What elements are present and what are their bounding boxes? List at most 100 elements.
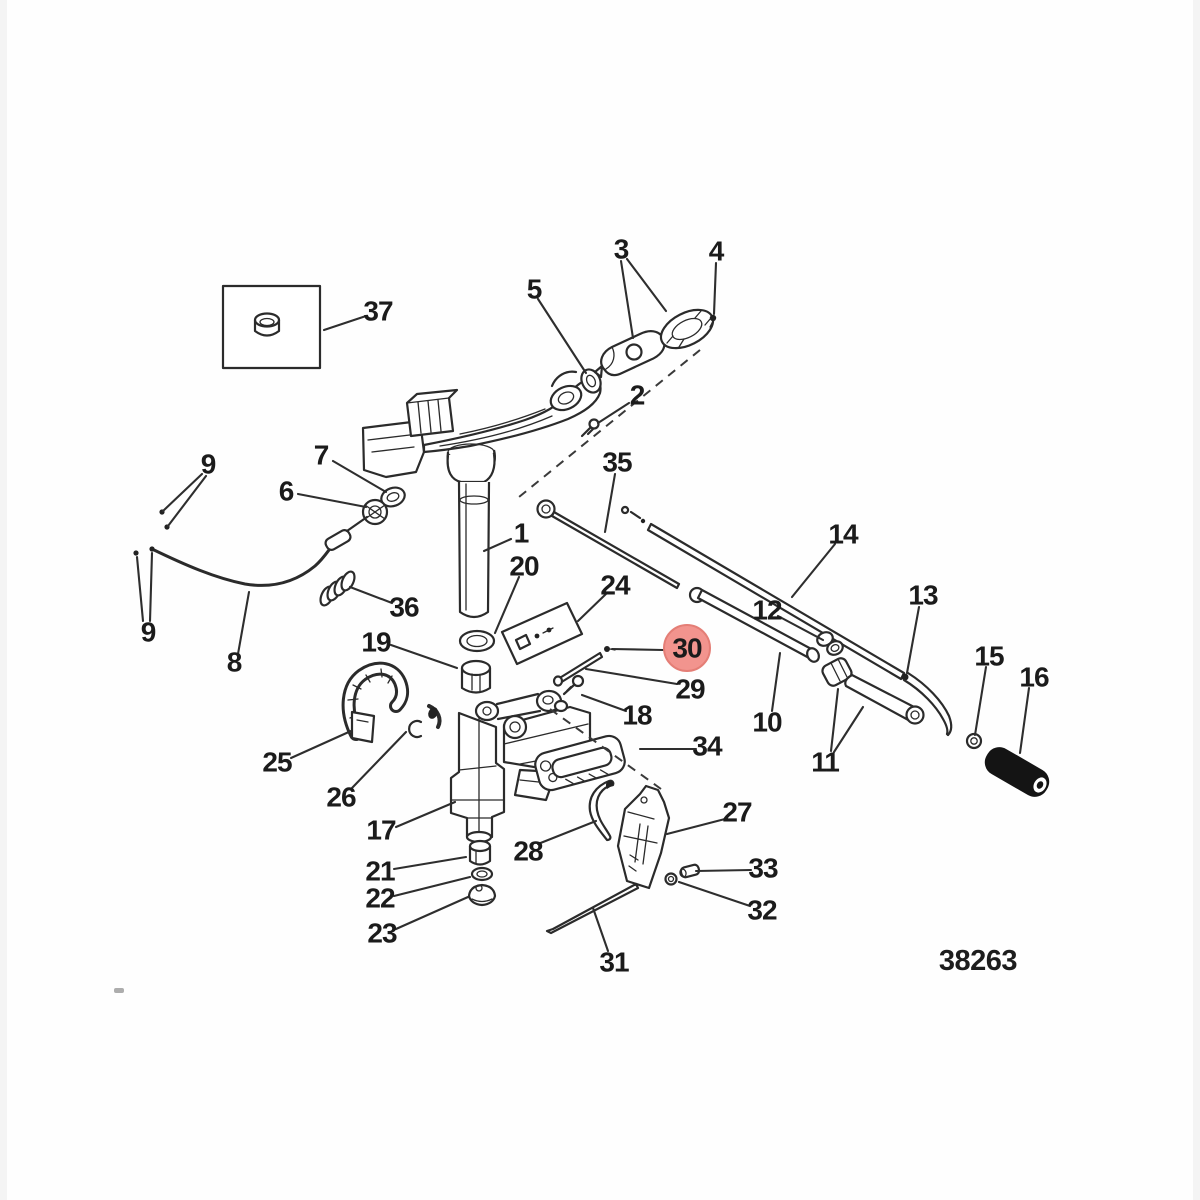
part-callout-25: 25	[262, 729, 353, 778]
part-label-9: 9	[141, 617, 156, 648]
part-callout-29: 29	[584, 667, 706, 705]
part-callout-28: 28	[513, 819, 598, 867]
leader-line-10	[770, 651, 782, 713]
part-4-screw	[709, 314, 717, 328]
part-29-pin	[552, 651, 604, 687]
leader-line-30	[610, 647, 665, 652]
part-11-tube	[844, 673, 925, 725]
drawing-number: 38263	[939, 945, 1018, 977]
part-callout-21: 21	[365, 856, 468, 887]
part-32-ring	[664, 872, 678, 886]
leader-line-22	[392, 875, 472, 898]
leader-line-19	[389, 643, 459, 670]
part-callout-34: 34	[638, 731, 724, 762]
leader-line-9	[161, 472, 204, 513]
highlight-circle	[663, 624, 711, 672]
part-label-36: 36	[389, 592, 419, 623]
part-callout-32: 32	[677, 880, 778, 926]
leader-line-14	[790, 542, 837, 599]
part-callout-5: 5	[527, 274, 588, 375]
part-callout-35: 35	[602, 447, 633, 534]
part-label-1: 1	[514, 518, 529, 549]
part-callout-4: 4	[709, 236, 726, 316]
part-callout-3: 3	[614, 234, 668, 340]
leader-line-11	[829, 687, 840, 753]
part-2-screw	[580, 418, 600, 438]
part-label-14: 14	[828, 519, 859, 550]
part-label-9: 9	[201, 449, 216, 480]
part-label-4: 4	[709, 236, 725, 267]
leader-line-35	[603, 472, 617, 534]
part-35-rod	[536, 499, 681, 590]
part-37-plug-box	[221, 284, 322, 370]
leader-line-37	[322, 314, 368, 332]
part-callout-20: 20	[493, 551, 540, 635]
part-3-friction-block	[593, 330, 666, 379]
leader-line-33	[694, 868, 753, 873]
part-label-2: 2	[630, 380, 645, 411]
part-label-33: 33	[748, 853, 778, 884]
part-15-nut	[965, 732, 983, 750]
part-label-35: 35	[602, 447, 632, 478]
part-callout-27: 27	[665, 797, 753, 836]
part-label-11: 11	[811, 747, 839, 778]
leader-line-29	[584, 667, 679, 686]
part-33-plug	[679, 863, 701, 879]
leader-line-7	[331, 459, 388, 494]
part-label-22: 22	[365, 883, 395, 914]
part-label-7: 7	[314, 440, 329, 471]
leader-line-1	[482, 537, 513, 553]
part-5-washer	[580, 368, 602, 394]
leader-line-18	[580, 693, 628, 713]
leader-line-5	[536, 297, 588, 375]
part-callout-18: 18	[580, 693, 653, 731]
part-21-bushing	[468, 839, 492, 866]
part-callout-23: 23	[367, 895, 470, 949]
leader-line-36	[348, 585, 394, 605]
leader-line-9	[135, 555, 145, 623]
part-callout-22: 22	[365, 875, 472, 914]
part-label-8: 8	[227, 647, 242, 678]
part-label-15: 15	[974, 641, 1004, 672]
part-label-25: 25	[262, 747, 292, 778]
leader-line-28	[536, 819, 598, 846]
part-callout-24: 24	[576, 570, 632, 623]
leader-line-20	[493, 575, 521, 635]
part-callout-10: 10	[752, 651, 783, 738]
part-callout-11: 11	[811, 687, 865, 778]
part-callout-33: 33	[694, 853, 779, 884]
part-label-28: 28	[513, 836, 543, 867]
leader-line-8	[236, 590, 251, 656]
part-label-5: 5	[527, 274, 542, 305]
part-callout-17: 17	[366, 800, 457, 846]
part-callout-19: 19	[361, 627, 459, 670]
part-14-link-rod	[620, 505, 909, 681]
part-callout-2: 2	[596, 380, 646, 425]
page-edge-left	[0, 0, 7, 1200]
part-18-screw	[562, 674, 585, 696]
part-label-6: 6	[279, 476, 294, 507]
part-label-16: 16	[1019, 662, 1049, 693]
part-callout-12: 12	[752, 595, 825, 642]
part-26-clip	[408, 704, 442, 739]
alignment-dashed-line-bottom	[549, 708, 662, 790]
part-16-grip	[984, 747, 1050, 797]
part-label-30-highlighted: 30	[672, 633, 702, 664]
leader-line-26	[350, 730, 408, 790]
part-24-kit	[500, 601, 584, 666]
part-label-18: 18	[622, 700, 652, 731]
part-13-rod-tail	[902, 671, 953, 737]
leader-line-15	[973, 665, 988, 737]
part-label-37: 37	[363, 296, 393, 327]
leader-line-31	[591, 906, 610, 953]
part-callout-16: 16	[1018, 662, 1050, 755]
leader-line-11	[832, 705, 865, 754]
part-callout-13: 13	[905, 580, 939, 675]
leader-line-27	[665, 817, 727, 836]
part-label-10: 10	[752, 707, 782, 738]
part-11-collar	[821, 657, 853, 687]
part-callout-31: 31	[591, 906, 630, 978]
